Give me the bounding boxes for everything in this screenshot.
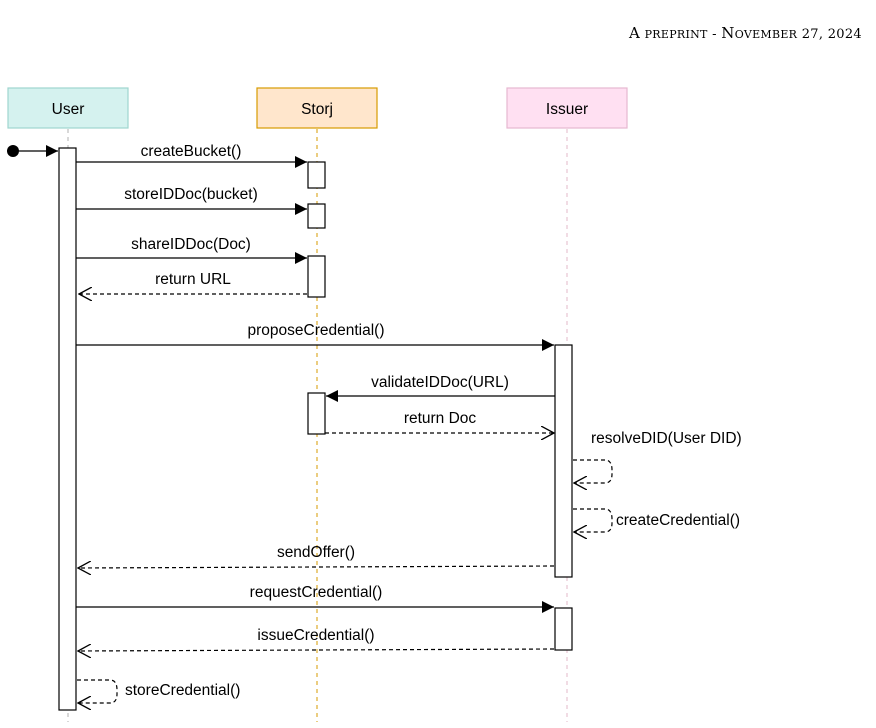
activation-storj-2 bbox=[307, 203, 326, 229]
initial-message bbox=[7, 145, 58, 157]
message-create-bucket: createBucket() bbox=[76, 143, 307, 168]
message-issue-credential-label: issueCredential() bbox=[257, 627, 374, 644]
activation-user bbox=[58, 147, 77, 711]
header-preprint: preprint bbox=[644, 28, 708, 41]
message-create-credential: createCredential() bbox=[573, 508, 740, 532]
header-month-rest: ovember bbox=[734, 28, 798, 41]
message-share-iddoc-label: shareIDDoc(Doc) bbox=[131, 236, 251, 253]
message-validate-iddoc-label: validateIDDoc(URL) bbox=[371, 374, 509, 391]
header-a: A bbox=[629, 24, 641, 42]
participant-user: User bbox=[7, 87, 129, 129]
message-return-doc-label: return Doc bbox=[404, 410, 477, 427]
message-create-credential-label: createCredential() bbox=[616, 512, 740, 529]
page-header: A preprint - November 27, 2024 bbox=[629, 24, 862, 42]
participant-user-label: User bbox=[52, 101, 85, 118]
header-month-initial: N bbox=[721, 24, 735, 42]
activation-storj-4 bbox=[307, 392, 326, 435]
message-send-offer: sendOffer() bbox=[78, 544, 555, 568]
message-issue-credential: issueCredential() bbox=[78, 627, 555, 651]
message-request-credential: requestCredential() bbox=[76, 584, 554, 613]
participant-issuer-label: Issuer bbox=[546, 101, 588, 118]
message-return-doc: return Doc bbox=[325, 410, 554, 433]
message-validate-iddoc: validateIDDoc(URL) bbox=[326, 374, 555, 402]
message-store-iddoc: storeIDDoc(bucket) bbox=[76, 186, 307, 215]
message-resolve-did: resolveDID(User DID) bbox=[573, 430, 742, 483]
message-store-iddoc-label: storeIDDoc(bucket) bbox=[124, 186, 258, 203]
message-store-credential: storeCredential() bbox=[77, 679, 240, 703]
message-request-credential-label: requestCredential() bbox=[250, 584, 383, 601]
message-store-credential-label: storeCredential() bbox=[125, 682, 240, 699]
message-propose-credential-label: proposeCredential() bbox=[248, 322, 385, 339]
header-date: 27, 2024 bbox=[797, 27, 862, 42]
message-send-offer-label: sendOffer() bbox=[277, 544, 355, 561]
activation-issuer-2 bbox=[554, 607, 573, 651]
activation-storj-3 bbox=[307, 255, 326, 298]
header-separator: - bbox=[707, 27, 722, 42]
participant-storj-label: Storj bbox=[301, 101, 333, 118]
message-resolve-did-label: resolveDID(User DID) bbox=[591, 430, 742, 447]
message-return-url-label: return URL bbox=[155, 271, 231, 288]
message-return-url: return URL bbox=[79, 271, 307, 294]
message-share-iddoc: shareIDDoc(Doc) bbox=[76, 236, 307, 264]
participant-issuer: Issuer bbox=[506, 87, 628, 129]
participant-storj: Storj bbox=[256, 87, 378, 129]
message-propose-credential: proposeCredential() bbox=[76, 322, 554, 351]
activation-issuer-1 bbox=[554, 344, 573, 578]
message-create-bucket-label: createBucket() bbox=[141, 143, 242, 160]
activation-storj-1 bbox=[307, 161, 326, 189]
